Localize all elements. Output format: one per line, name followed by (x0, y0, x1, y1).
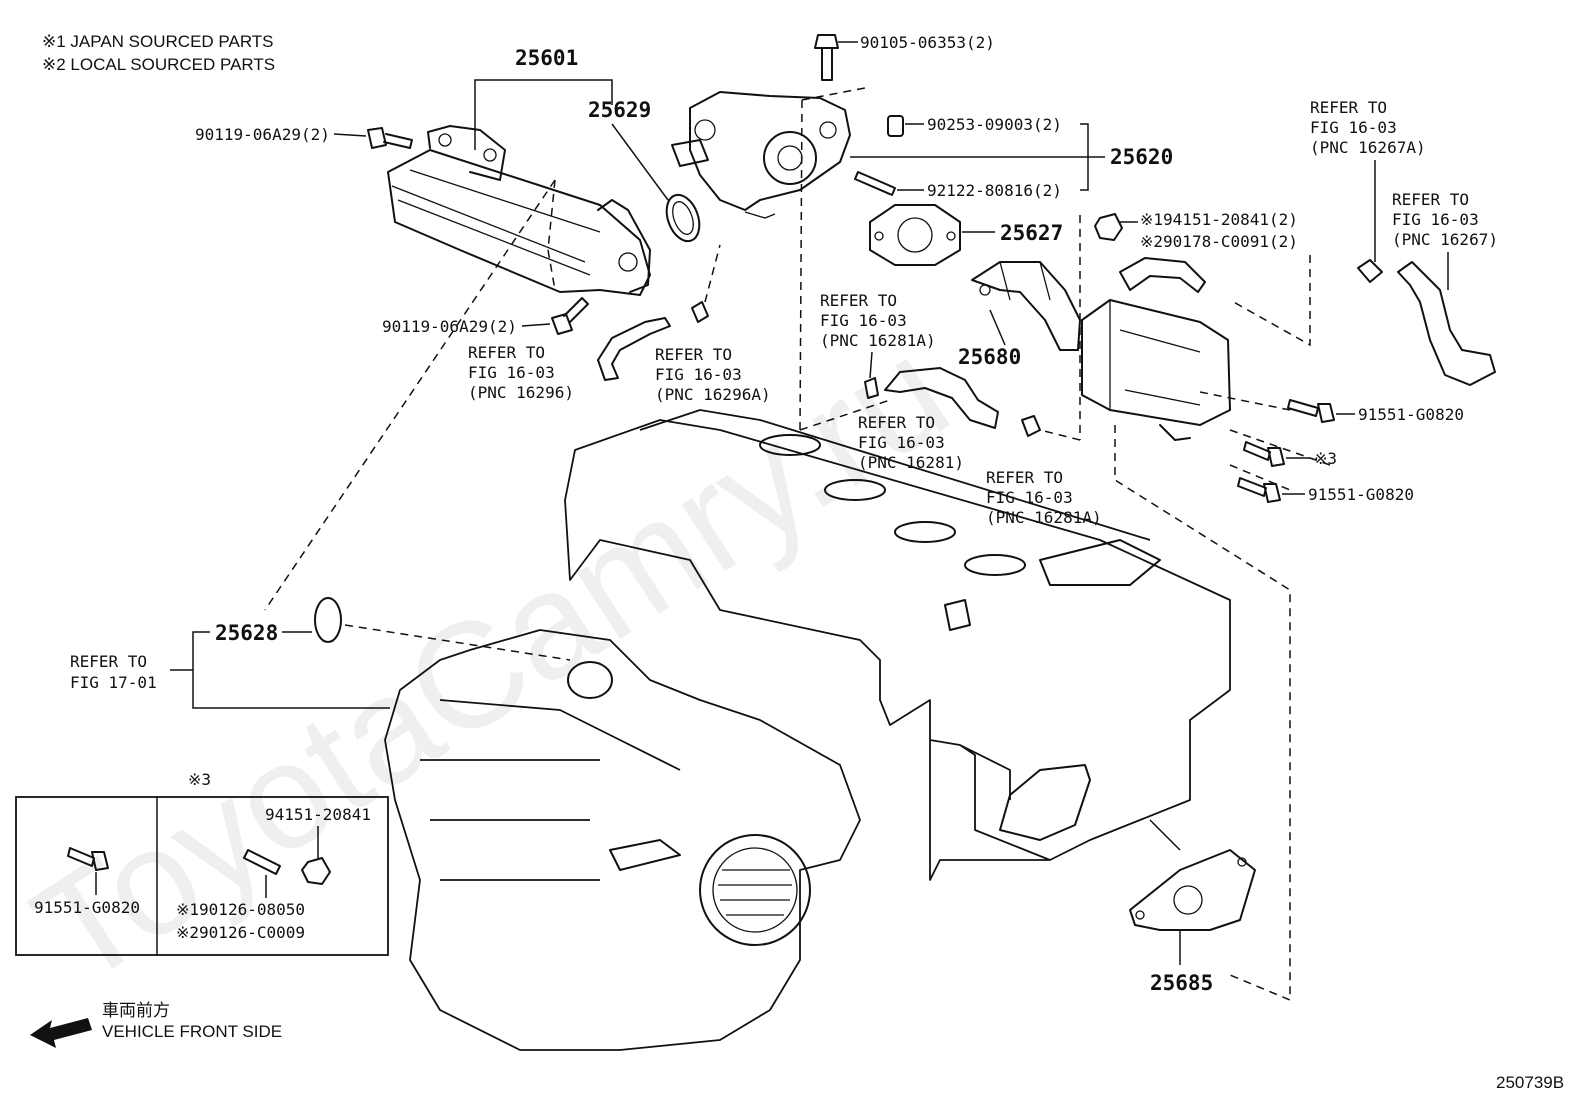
gasket-25628-drawing (314, 597, 342, 643)
stud-92122-drawing (854, 171, 896, 196)
ref-16281-line2: FIG 16-03 (858, 433, 945, 452)
ref-16267a-line1: REFER TO (1310, 98, 1387, 117)
ref-16296a-line3: (PNC 16296A) (655, 385, 771, 404)
ref-16267-line3: (PNC 16267) (1392, 230, 1498, 249)
note3-box (15, 796, 389, 956)
exhaust-gasket-drawing (999, 764, 1256, 931)
box-label-91551: 91551-G0820 (34, 898, 140, 917)
ref-16281a-upper-line1: REFER TO (820, 291, 897, 310)
watermark: ToyotaCamry.ru (6, 305, 976, 1016)
label-pin-90253: 90253-09003(2) (927, 115, 1062, 134)
ref-16281a-lower-line1: REFER TO (986, 468, 1063, 487)
ref-16281a-upper-line3: (PNC 16281A) (820, 331, 936, 350)
ref-1701-line1: REFER TO (70, 652, 147, 671)
label-nut-290178: ※290178-C0091(2) (1140, 232, 1298, 251)
ref-16296-line1: REFER TO (468, 343, 545, 362)
gasket-25627-drawing (869, 204, 961, 266)
label-25620: 25620 (1110, 145, 1173, 169)
hose-16296-drawing (597, 317, 671, 381)
egr-cooler-bracket-drawing (387, 125, 651, 296)
ref-16281a-lower-line2: FIG 16-03 (986, 488, 1073, 507)
box-nut-drawing (301, 857, 331, 885)
clamp-16267a-drawing (1357, 259, 1383, 283)
bolt-91551-upper-drawing (1287, 399, 1335, 423)
ref-16267-line1: REFER TO (1392, 190, 1469, 209)
label-25628: 25628 (215, 621, 278, 645)
note-japan-sourced: ※1 JAPAN SOURCED PARTS (42, 32, 274, 51)
box-label-94151: 94151-20841 (265, 805, 371, 824)
hose-16267-drawing (1397, 261, 1496, 386)
label-25629: 25629 (588, 98, 651, 122)
clamp-16281a-lower-drawing (1021, 415, 1041, 437)
engine-head-outline (564, 409, 1231, 881)
bolt-91551-lower-drawing (1237, 477, 1281, 503)
label-bolt-note3: ※3 (1314, 449, 1337, 468)
box-heading: ※3 (188, 770, 211, 789)
hose-16281-drawing (884, 367, 999, 429)
bolt-90119-upper-drawing (367, 127, 413, 149)
pin-90253-drawing (887, 115, 904, 137)
direction-en: VEHICLE FRONT SIDE (102, 1022, 282, 1041)
direction-jp: 車両前方 (102, 1001, 170, 1020)
clamp-16281a-upper-drawing (864, 377, 879, 399)
ref-16281a-lower-line3: (PNC 16281A) (986, 508, 1102, 527)
egr-cooler-drawing (1081, 257, 1231, 441)
label-bolt-90119-lower: 90119-06A29(2) (382, 317, 517, 336)
ref-16281-line1: REFER TO (858, 413, 935, 432)
ref-16296a-line1: REFER TO (655, 345, 732, 364)
label-25601: 25601 (515, 46, 578, 70)
vehicle-front-arrow-icon (30, 1018, 92, 1048)
gasket-25629-drawing (665, 193, 701, 243)
bolt-note3-drawing (1243, 441, 1285, 467)
label-25680: 25680 (958, 345, 1021, 369)
note-local-sourced: ※2 LOCAL SOURCED PARTS (42, 55, 275, 74)
clamp-16296a-drawing (691, 301, 709, 323)
intake-manifold-drawing (384, 629, 861, 1051)
box-stud-drawing (243, 849, 281, 875)
label-25627: 25627 (1000, 221, 1063, 245)
label-bolt-91551-lower: 91551-G0820 (1308, 485, 1414, 504)
egr-pipe-drawing (971, 261, 1081, 351)
label-nut-194151: ※194151-20841(2) (1140, 210, 1298, 229)
ref-16281a-upper-line2: FIG 16-03 (820, 311, 907, 330)
ref-16296a-line2: FIG 16-03 (655, 365, 742, 384)
label-bolt-90105: 90105-06353(2) (860, 33, 995, 52)
bolt-90119-lower-drawing (551, 297, 589, 335)
figure-code: 250739B (1496, 1073, 1564, 1092)
label-bolt-90119-upper: 90119-06A29(2) (195, 125, 330, 144)
label-bolt-91551-upper: 91551-G0820 (1358, 405, 1464, 424)
ref-16267a-line2: FIG 16-03 (1310, 118, 1397, 137)
ref-16296-line2: FIG 16-03 (468, 363, 555, 382)
box-label-290126: ※290126-C0009 (176, 923, 305, 942)
box-bolt-drawing (67, 847, 109, 871)
bolt-90105-drawing (814, 34, 839, 81)
ref-16267a-line3: (PNC 16267A) (1310, 138, 1426, 157)
nut-194151-drawing (1094, 213, 1123, 241)
box-label-190126: ※190126-08050 (176, 900, 305, 919)
egr-valve-drawing (671, 91, 851, 219)
label-stud-92122: 92122-80816(2) (927, 181, 1062, 200)
ref-16267-line2: FIG 16-03 (1392, 210, 1479, 229)
ref-1701-line2: FIG 17-01 (70, 673, 157, 692)
label-25685: 25685 (1150, 971, 1213, 995)
ref-16296-line3: (PNC 16296) (468, 383, 574, 402)
